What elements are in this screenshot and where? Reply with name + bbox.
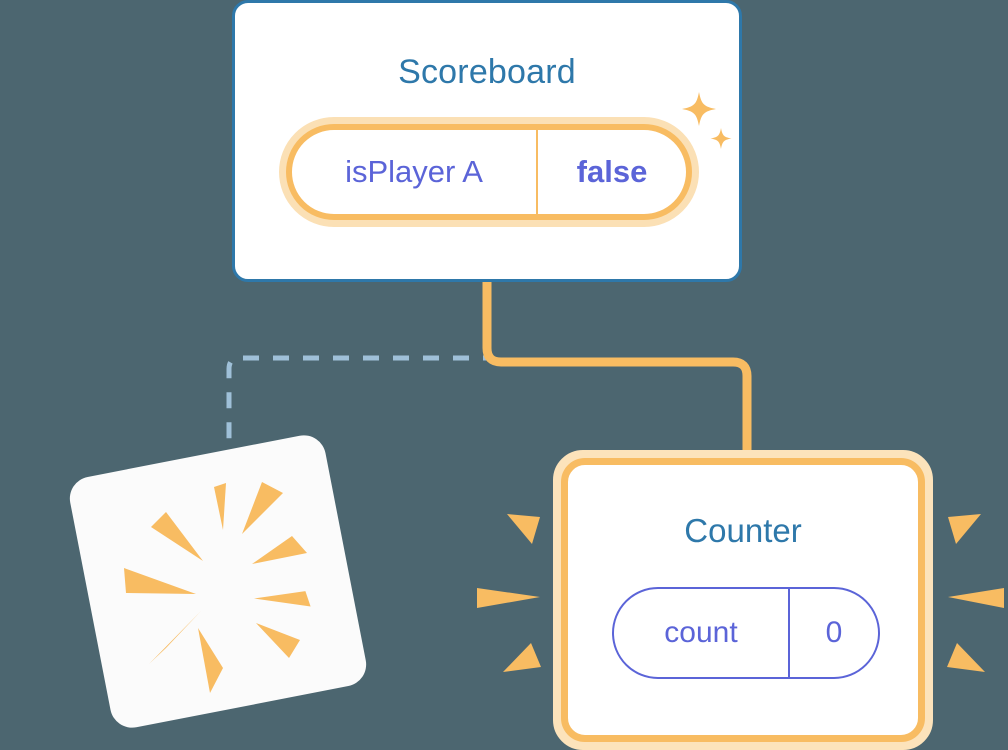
counter-state-key: count — [614, 589, 790, 677]
connector-dashed-scoreboard-ghost — [226, 285, 489, 470]
counter-card[interactable]: Counter count 0 — [553, 450, 933, 750]
ghost-card[interactable] — [66, 431, 370, 732]
counter-state-pill[interactable]: count 0 — [612, 587, 880, 679]
counter-card-body: Counter count 0 — [553, 450, 933, 750]
counter-state-value: 0 — [825, 616, 843, 649]
scoreboard-card[interactable]: Scoreboard isPlayer A false — [232, 0, 742, 282]
scoreboard-card-title: Scoreboard — [398, 53, 576, 91]
pill-highlight-ring: isPlayer A false — [286, 124, 692, 220]
counter-card-title: Counter — [684, 512, 802, 549]
scoreboard-state-value: false — [576, 154, 648, 189]
scoreboard-state-pill[interactable]: isPlayer A false — [279, 117, 699, 227]
connector-solid-scoreboard-counter — [482, 281, 752, 462]
counter-card-glow — [553, 450, 933, 750]
pill-highlight-glow — [279, 117, 699, 227]
scoreboard-state-key: isPlayer A — [292, 130, 538, 214]
